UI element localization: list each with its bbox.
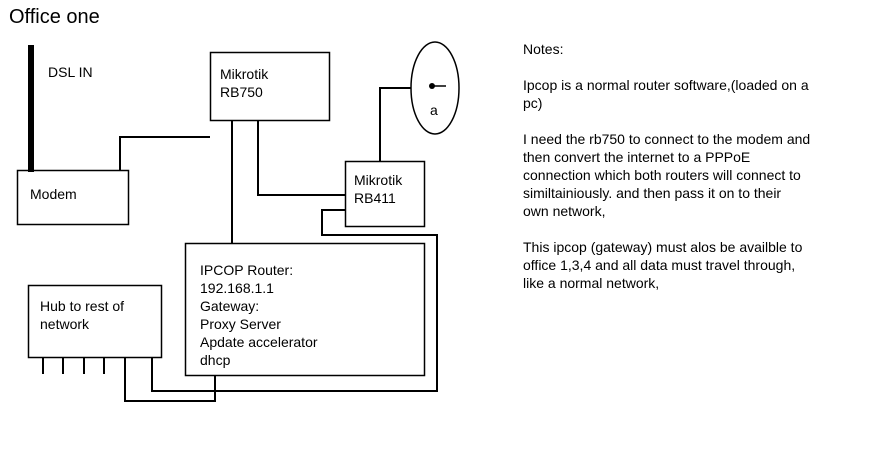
notes-p3-line3: like a normal network, [523,275,660,291]
ipcop-line-6: dhcp [200,352,231,368]
rb750-box [209,51,331,122]
ipcop-box [184,242,426,377]
notes-paragraph-2: I need the rb750 to connect to the modem… [523,130,853,220]
hub-label-line2: network [40,316,90,332]
hub-box [27,284,163,359]
modem-rb750-link [119,136,210,170]
ipcop-line-3: Gateway: [200,298,260,314]
notes-p2-line3: connection which both routers will conne… [523,167,801,183]
hub-ports [42,358,105,374]
notes-paragraph-3: This ipcop (gateway) must alos be availb… [523,238,853,292]
antenna-label: a [430,102,438,118]
hub-label-line1: Hub to rest of [40,298,125,314]
rb411-antenna-link [379,87,411,161]
notes-p2-line4: similtainiously. and then pass it on to … [523,185,782,201]
notes-paragraph-1: Ipcop is a normal router software,(loade… [523,76,853,112]
notes-p3-line2: office 1,3,4 and all data must travel th… [523,257,796,273]
dsl-in-label: DSL IN [48,64,93,80]
rb411-label-line1: Mikrotik [354,172,403,188]
page-title: Office one [9,6,100,28]
ipcop-line-1: IPCOP Router: [200,262,294,278]
rb750-label-line2: RB750 [220,84,263,100]
rb411-label-line2: RB411 [354,190,396,206]
ipcop-line-4: Proxy Server [200,316,281,332]
modem-label: Modem [30,186,77,202]
notes-p1-line2: pc) [523,95,543,111]
ipcop-line-5: Apdate accelerator [200,334,318,350]
notes-p1-line1: Ipcop is a normal router software,(loade… [523,77,809,93]
rb411-hub-link [151,209,438,392]
notes-panel: Notes: Ipcop is a normal router software… [523,40,853,310]
modem-box [16,169,130,226]
rb750-rb411-link [257,120,345,196]
antenna-ellipse [410,41,460,135]
ipcop-hub-link [124,358,216,402]
notes-p2-line1: I need the rb750 to connect to the modem… [523,131,811,147]
rb411-box [344,160,426,228]
notes-p2-line2: then convert the internet to a PPPoE [523,149,751,165]
rb750-label-line1: Mikrotik [220,66,269,82]
notes-heading: Notes: [523,41,564,57]
notes-p3-line1: This ipcop (gateway) must alos be availb… [523,239,803,255]
notes-p2-line5: own network, [523,203,606,219]
ipcop-line-2: 192.168.1.1 [200,280,274,296]
